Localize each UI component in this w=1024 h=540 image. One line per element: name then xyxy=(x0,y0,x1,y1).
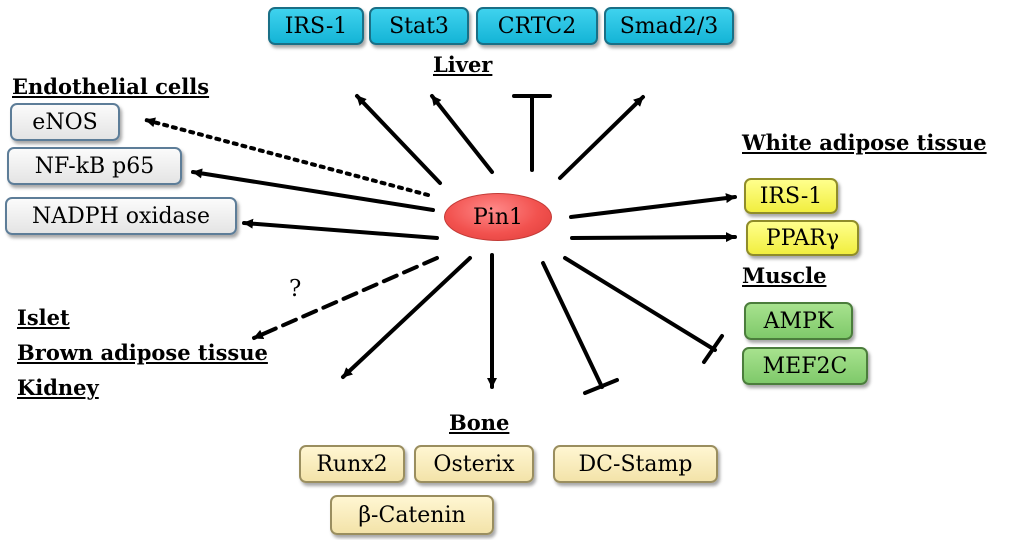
inhibit-bone-stem xyxy=(541,261,604,389)
white-adipose-label: White adipose tissue xyxy=(742,130,987,155)
liver-factor-stat3: Stat3 xyxy=(369,7,469,45)
liver-label: Liver xyxy=(433,52,493,77)
arrow-enos-dotted xyxy=(144,117,430,197)
pin1-node: Pin1 xyxy=(444,193,552,241)
endothelial-label: Endothelial cells xyxy=(12,74,210,99)
endo-factor-nadph: NADPH oxidase xyxy=(5,197,237,235)
bone-factor-osterix: Osterix xyxy=(414,445,534,483)
inhibit-bone-bar xyxy=(583,378,619,395)
liver-factor-crtc2: CRTC2 xyxy=(476,7,598,45)
arrow-liver-4 xyxy=(558,95,645,180)
arrow-liver-2 xyxy=(430,94,494,174)
arrow-nadph xyxy=(242,218,439,240)
inhibit-muscle-bar xyxy=(702,334,724,364)
bone-label: Bone xyxy=(449,410,510,435)
endo-factor-nfkb: NF-kB p65 xyxy=(7,147,182,185)
arrow-wat-irs1 xyxy=(569,193,737,219)
arrow-islet-dashed xyxy=(252,256,439,340)
islet-label: Islet xyxy=(17,305,70,330)
arrow-wat-ppar xyxy=(570,232,737,243)
kidney-label: Kidney xyxy=(17,375,99,400)
brown-adipose-label: Brown adipose tissue xyxy=(17,340,268,365)
muscle-factor-ampk: AMPK xyxy=(744,302,853,340)
bone-factor-dcstamp: DC-Stamp xyxy=(553,445,718,483)
muscle-label: Muscle xyxy=(742,263,827,288)
arrow-nfkb xyxy=(191,168,435,212)
wat-factor-ppar: PPARγ xyxy=(746,220,859,256)
wat-factor-irs1: IRS-1 xyxy=(744,178,838,214)
arrow-kidney xyxy=(341,256,472,379)
liver-factor-smad: Smad2/3 xyxy=(604,7,734,45)
inhibit-muscle-stem xyxy=(563,256,717,352)
question-mark: ? xyxy=(289,276,302,302)
liver-factor-irs1: IRS-1 xyxy=(268,7,364,45)
arrow-liver-1 xyxy=(355,94,442,185)
muscle-factor-mef2c: MEF2C xyxy=(742,347,868,385)
bone-factor-runx2: Runx2 xyxy=(299,445,405,483)
bone-factor-bcatenin: β-Catenin xyxy=(330,495,494,535)
endo-factor-enos: eNOS xyxy=(10,103,120,141)
